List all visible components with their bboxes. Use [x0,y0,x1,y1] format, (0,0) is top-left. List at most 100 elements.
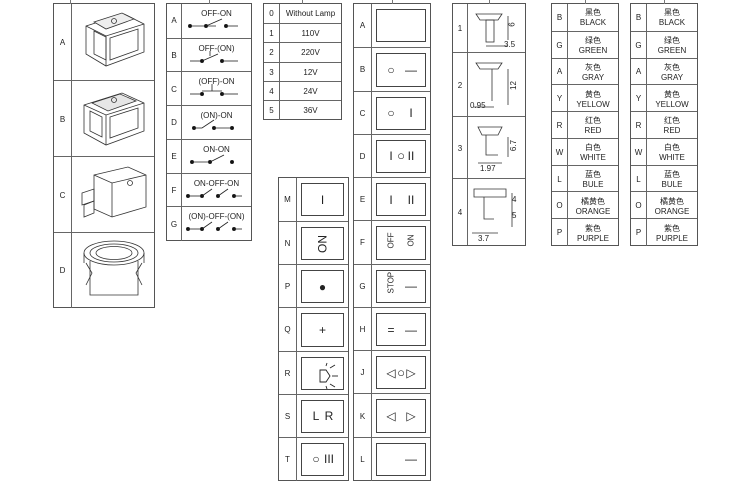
marking-symbol-left: I [389,192,393,207]
marking-cell: ON [297,222,348,265]
color-name-en: WHITE [659,153,685,163]
marking-code: F [354,221,372,265]
marking-code: P [279,265,297,309]
header-tick [489,0,490,4]
marking-cell: ◁○▷ [372,351,430,394]
terminal-code: 1 [453,4,468,52]
function-cell: ON-OFF-ON [182,174,251,208]
marking-code: H [354,307,372,352]
housing-code: D [54,233,72,308]
marking-code: N [279,222,297,266]
color-name-zh: 灰色 [585,62,601,72]
dim-label: 4 [512,195,517,204]
rocker-face: ◁○▷ [376,356,426,390]
dim-label: 5 [512,211,517,220]
marking-symbol: I [320,192,325,207]
marking-cell: + [297,308,348,351]
color-name-en: GREEN [657,46,687,56]
marking-symbol: ● [318,279,327,294]
marking-row: A [354,4,430,48]
color-code: Y [552,85,568,113]
terminal-row: 1 6 3.5 [453,4,525,52]
color-code: A [552,58,568,86]
rocker-face: I [301,183,344,217]
marking-row: Q+ [279,307,348,352]
marking-cell: ○III [297,438,348,481]
marking-symbol-right: II [407,192,415,207]
color-name-zh: 橘黄色 [660,196,684,206]
function-cell: ON-ON [182,140,251,174]
marking-symbol-mid: ○ [397,364,405,380]
lamp-value: Without Lamp [285,9,336,19]
color-name-zh: 白色 [585,143,601,153]
lamp-code: 4 [264,81,280,101]
marking-cell [372,4,430,47]
marking-symbol: + [318,322,326,337]
header-tick [664,0,665,4]
color-name-en: ORANGE [654,206,690,216]
housing-code: C [54,157,72,233]
lamp-icon [319,362,338,389]
marking-code: E [354,178,372,222]
lamp-code: 0 [264,4,280,24]
color-code: W [631,138,647,166]
color-name-zh: 紫色 [664,223,680,233]
color-name-en: YELLOW [576,99,610,109]
dim-label: 3.7 [478,234,490,243]
marking-row: J◁○▷ [354,350,430,395]
switch-diagram-icon [188,18,238,28]
rocker-face: I○II [376,139,426,174]
color-name-en: BLACK [579,18,607,28]
header-tick [70,0,71,4]
rocker-face: ◁▷ [376,399,426,433]
color-name-zh: 黄色 [664,89,680,99]
header-tick [585,0,586,4]
color-code: Y [631,85,647,113]
lamp-row: 0 Without Lamp [264,4,341,24]
color-code: W [552,138,568,166]
function-row: C(OFF)-ON [167,71,251,107]
color-code: A [631,58,647,86]
marking-symbol-left: STOP [386,272,396,294]
rocker-face: — [376,442,426,476]
terminal-drawing: 6 3.5 [468,4,525,52]
color-name-zh: 蓝色 [585,170,601,180]
function-label: OFF-(ON) [198,43,235,53]
housing-drawing-d [72,233,154,308]
lamp-value: 12V [303,67,318,77]
marking-row: T○III [279,436,348,481]
rocker-face: + [301,313,344,347]
terminal-row: 2 12 0.95 [453,52,525,117]
marking-code: R [279,351,297,395]
marking-row: P● [279,264,348,309]
function-label: ON-OFF-ON [193,178,240,188]
marking-cell: ○I [372,92,430,135]
marking-code: D [354,134,372,179]
marking-symbol-left: ○ [312,452,320,467]
marking-cell: I [297,178,348,221]
color-name-zh: 紫色 [585,223,601,233]
